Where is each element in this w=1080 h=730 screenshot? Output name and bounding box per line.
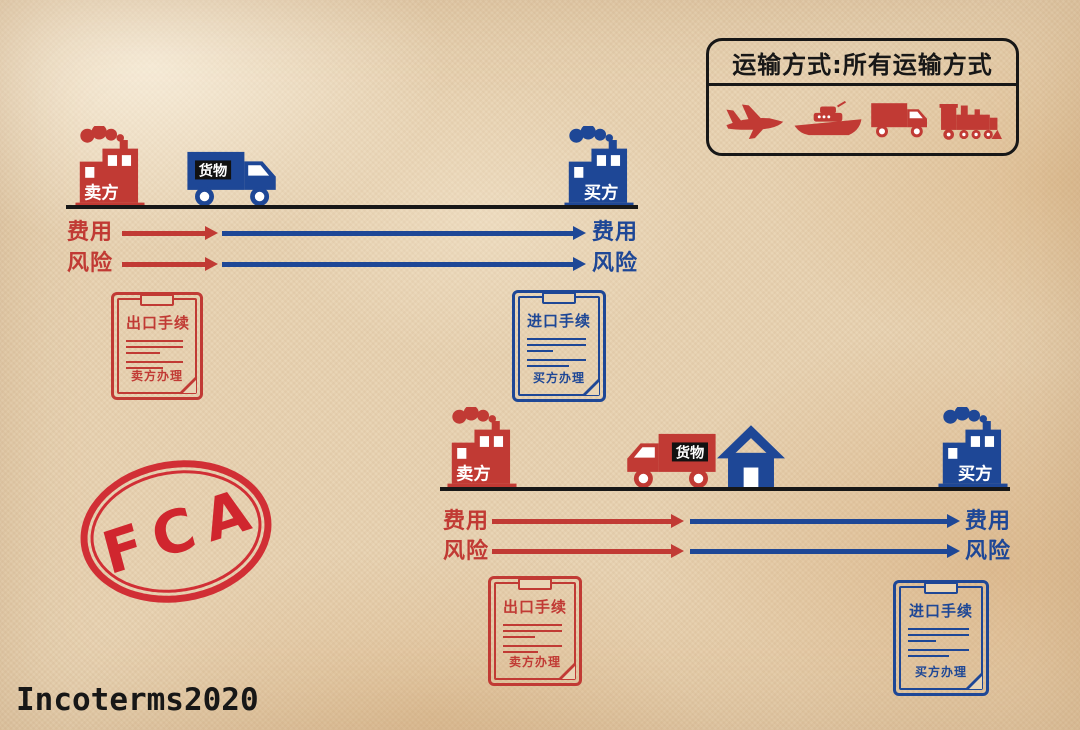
risk-arrow-seller [122,257,218,271]
cost-label-buyer: 费用 [592,220,639,245]
cargo-label: 货物 [199,162,228,180]
truck-icon [870,98,930,142]
buyer-label: 买方 [584,182,619,203]
doc-text-lines [908,628,974,642]
seller-factory-icon: 卖方 [74,126,146,208]
cost-arrow-buyer [222,226,586,240]
goods-truck-icon: 货物 [185,150,281,207]
document-clip-icon [924,582,958,594]
doc-text-lines [126,361,188,369]
carrier-house-icon [717,424,785,489]
cost-label-seller: 费用 [67,220,114,245]
doc-text-lines [527,338,591,352]
ground-line [440,487,1010,491]
cost-label-seller: 费用 [443,509,490,534]
risk-label-buyer: 风险 [592,251,639,276]
fca-stamp: FCA [70,446,282,617]
seller-label: 卖方 [84,182,119,203]
risk-arrow-buyer [690,544,960,558]
import-document: 进口手续 买方办理 [512,290,606,402]
transport-mode-icons [709,86,1016,153]
import-doc-title: 进口手续 [527,312,592,330]
risk-label-seller: 风险 [443,539,490,564]
buyer-factory-icon: 买方 [563,126,635,208]
stamp-text: FCA [95,471,269,588]
export-doc-handler: 卖方办理 [508,655,561,669]
cost-label-buyer: 费用 [965,509,1012,534]
import-document: 进口手续 买方办理 [893,580,989,696]
cost-arrow-seller [492,514,684,528]
transport-mode-title: 运输方式:所有运输方式 [709,41,1016,86]
buyer-label: 买方 [958,463,993,484]
import-doc-handler: 买方办理 [914,665,967,679]
cost-arrow-buyer [690,514,960,528]
incoterms-brand: Incoterms2020 [16,682,259,718]
page-fold-icon [179,376,196,393]
ground-line [66,205,638,209]
page-fold-icon [965,672,982,689]
doc-text-lines [527,359,591,367]
document-clip-icon [518,578,552,590]
seller-factory-icon: 卖方 [446,407,518,489]
page-fold-icon [582,378,599,395]
ship-icon [793,99,863,141]
transport-mode-box: 运输方式:所有运输方式 [706,38,1019,156]
document-clip-icon [140,294,174,306]
risk-arrow-buyer [222,257,586,271]
import-doc-title: 进口手续 [908,602,973,620]
risk-label-buyer: 风险 [965,539,1012,564]
risk-label-seller: 风险 [67,251,114,276]
export-doc-title: 出口手续 [126,314,191,332]
export-doc-handler: 卖方办理 [130,369,183,383]
document-clip-icon [542,292,576,304]
goods-truck-icon: 货物 [622,432,718,489]
train-icon [938,99,1003,141]
doc-text-lines [126,340,188,354]
export-document: 出口手续 卖方办理 [111,292,203,400]
doc-text-lines [908,649,974,657]
buyer-factory-icon: 买方 [936,407,1010,489]
seller-label: 卖方 [456,463,491,484]
page-fold-icon [558,662,575,679]
risk-arrow-seller [492,544,684,558]
airplane-icon [723,98,785,142]
export-document: 出口手续 卖方办理 [488,576,582,686]
cost-arrow-seller [122,226,218,240]
doc-text-lines [503,624,567,638]
cargo-label: 货物 [676,444,705,462]
export-doc-title: 出口手续 [503,598,568,616]
doc-text-lines [503,645,567,653]
import-doc-handler: 买方办理 [532,371,585,385]
